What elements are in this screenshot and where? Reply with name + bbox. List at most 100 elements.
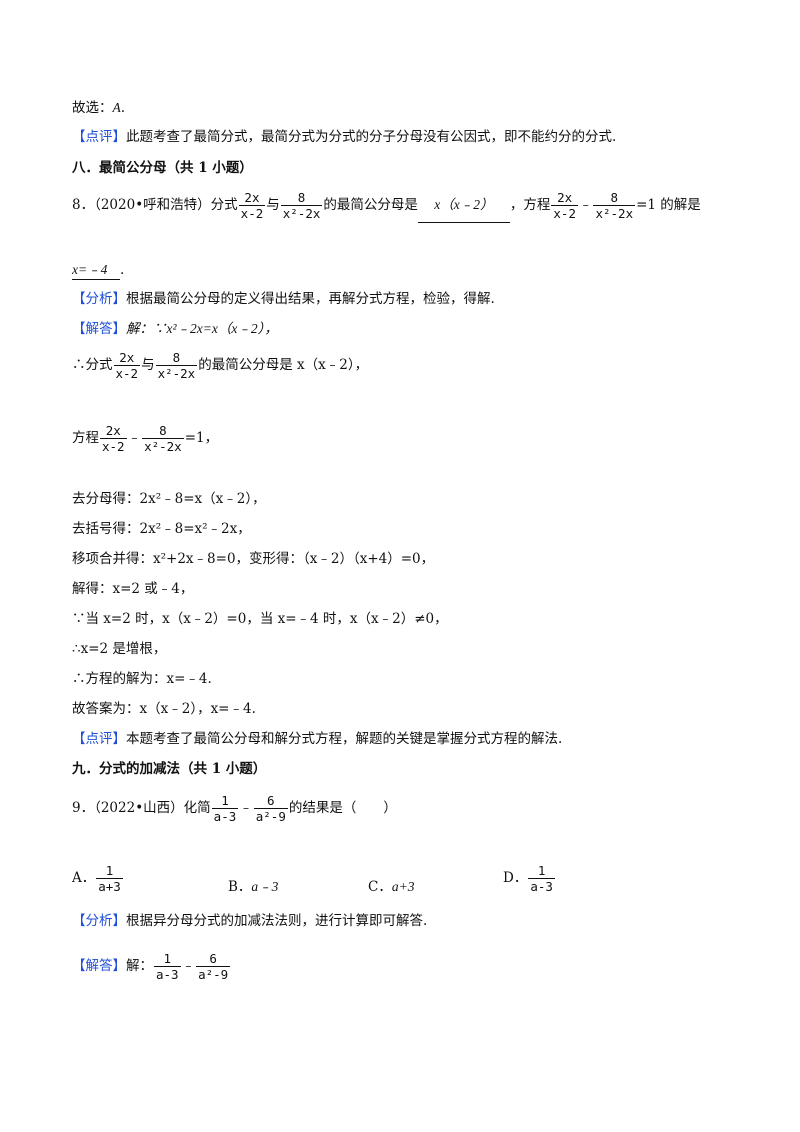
answer-blank-2: x=﹣4 bbox=[72, 261, 120, 280]
option-label: D． bbox=[503, 870, 528, 886]
minus-sign: ﹣ bbox=[239, 800, 253, 816]
answer-choice-line: 故选：A. bbox=[72, 100, 126, 116]
fraction-numerator: 8 bbox=[297, 190, 306, 205]
question-text: 化简 bbox=[183, 800, 211, 816]
fraction-numerator: 2x bbox=[557, 190, 573, 205]
fraction-denominator: x²-2x bbox=[142, 438, 184, 454]
question-source: （2022•山西） bbox=[94, 800, 184, 816]
solution-text: 解：∵x²﹣2x=x（x﹣2）， bbox=[126, 321, 278, 336]
solution-text: ∴分式 bbox=[72, 357, 113, 373]
analysis-line-9: 【分析】根据异分母分式的加减法法则，进行计算即可解答. bbox=[72, 912, 427, 930]
fraction-denominator: x-2 bbox=[100, 438, 127, 454]
solution-step: 去括号得：2x²﹣8=x²﹣2x， bbox=[72, 521, 251, 537]
option-label: A． bbox=[72, 870, 96, 886]
option-c[interactable]: C．a+3 bbox=[368, 878, 414, 896]
minus-sign: ﹣ bbox=[578, 197, 593, 213]
fraction-denominator: a-3 bbox=[154, 966, 181, 982]
fraction-denominator: a-3 bbox=[528, 878, 555, 894]
fraction-numerator: 2x bbox=[119, 350, 135, 365]
question-text: 的结果是（ ） bbox=[288, 800, 397, 816]
solution-step: ∴x=2 是增根， bbox=[72, 641, 167, 657]
equation-rhs: =1 bbox=[184, 430, 205, 446]
section-8-heading: 八．最简公分母（共 1 小题） bbox=[72, 160, 253, 176]
analysis-tag: 【分析】 bbox=[72, 913, 126, 929]
comment-tag: 【点评】 bbox=[72, 129, 126, 145]
solution-step: 故答案为：x（x﹣2），x=﹣4. bbox=[72, 701, 256, 717]
solution-step: 解得：x=2 或﹣4， bbox=[72, 581, 194, 597]
solution-text: ， bbox=[204, 430, 219, 446]
analysis-tag: 【分析】 bbox=[72, 291, 126, 307]
question-text: ，方程 bbox=[509, 197, 551, 213]
solution-step: ∴方程的解为：x=﹣4. bbox=[72, 671, 212, 687]
fraction-denominator: x-2 bbox=[113, 365, 141, 381]
solution-text: 方程 bbox=[72, 430, 99, 446]
option-b[interactable]: B．a﹣3 bbox=[228, 878, 278, 896]
question-text: =1 的解是 bbox=[636, 197, 701, 213]
question-text: 与 bbox=[266, 197, 280, 213]
minus-sign: ﹣ bbox=[181, 958, 196, 974]
comment-text: 此题考查了最简分式，最简分式为分式的分子分母没有公因式，即不能约分的分式. bbox=[126, 129, 617, 145]
fraction-numerator: 1 bbox=[105, 863, 114, 878]
solution-text: 解： bbox=[126, 958, 153, 974]
fraction-numerator: 2x bbox=[105, 423, 121, 438]
solution-step: ∵当 x=2 时，x（x﹣2）=0，当 x=﹣4 时，x（x﹣2）≠0， bbox=[72, 611, 448, 627]
question-8-answer-line: x=﹣4. bbox=[72, 261, 124, 280]
fraction-denominator: x²-2x bbox=[280, 205, 323, 221]
question-number: 8． bbox=[72, 197, 95, 213]
fraction-numerator: 6 bbox=[267, 793, 275, 808]
analysis-text: 根据异分母分式的加减法法则，进行计算即可解答. bbox=[126, 913, 428, 929]
fraction-numerator: 8 bbox=[172, 350, 181, 365]
fraction-numerator: 1 bbox=[537, 863, 546, 878]
solution-tag: 【解答】 bbox=[72, 321, 126, 337]
solution-step: 去分母得：2x²﹣8=x（x﹣2）， bbox=[72, 491, 266, 507]
solution-tag: 【解答】 bbox=[72, 958, 126, 974]
solution-line-1: 【解答】解：∵x²﹣2x=x（x﹣2）， bbox=[72, 320, 278, 338]
fraction-denominator: a²-9 bbox=[196, 966, 231, 982]
question-source: （2020•呼和浩特） bbox=[94, 197, 211, 213]
fraction-denominator: a²-9 bbox=[253, 808, 288, 824]
solution-text: 与 bbox=[141, 357, 155, 373]
analysis-text: 根据最简公分母的定义得出结果，再解分式方程，检验，得解. bbox=[126, 291, 495, 307]
section-9-heading: 九．分式的加减法（共 1 小题） bbox=[72, 761, 267, 777]
answer-blank-1: x（x﹣2） bbox=[417, 188, 510, 223]
question-text: 分式 bbox=[210, 197, 238, 213]
fraction-numerator: 8 bbox=[610, 190, 619, 205]
fraction-numerator: 2x bbox=[244, 190, 260, 205]
minus-sign: ﹣ bbox=[127, 430, 142, 446]
fraction-numerator: 6 bbox=[209, 951, 217, 966]
solution-step: 移项合并得：x²+2x﹣8=0，变形得：（x﹣2）（x+4）=0， bbox=[72, 551, 435, 567]
fraction-denominator: x-2 bbox=[551, 205, 578, 221]
option-text: a+3 bbox=[391, 879, 415, 894]
option-label: C． bbox=[368, 879, 392, 895]
fraction-denominator: a-3 bbox=[211, 808, 239, 824]
option-text: a﹣3 bbox=[251, 879, 279, 894]
comment-line-8: 【点评】本题考查了最简公分母和解分式方程，解题的关键是掌握分式方程的解法. bbox=[72, 730, 562, 748]
fraction-denominator: x²-2x bbox=[593, 205, 636, 221]
fraction-denominator: a+3 bbox=[96, 878, 123, 894]
fraction-numerator: 8 bbox=[159, 423, 167, 438]
solution-text: 的最简公分母是 x（x﹣2）， bbox=[198, 357, 369, 373]
fraction-numerator: 1 bbox=[221, 793, 229, 808]
fraction-denominator: x-2 bbox=[238, 205, 266, 221]
answer-value: A bbox=[112, 100, 121, 115]
question-number: 9． bbox=[72, 800, 95, 816]
option-label: B． bbox=[228, 879, 252, 895]
period: . bbox=[120, 262, 125, 278]
